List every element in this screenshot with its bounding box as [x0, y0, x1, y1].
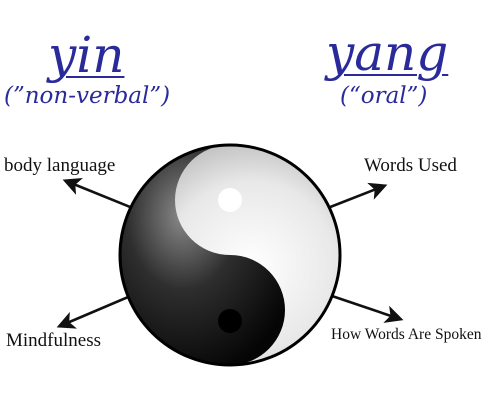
- dark-half: [120, 145, 285, 365]
- arrow-to-mindfulness: [56, 290, 141, 329]
- symbol-outline: [118, 143, 342, 367]
- yang-subtitle: (“oral”): [340, 83, 428, 109]
- yin-heading: yin: [48, 26, 125, 84]
- arrow-to-words-used: [319, 182, 388, 213]
- label-body-language: body language: [4, 155, 116, 176]
- arrow-to-body-language: [62, 178, 141, 213]
- label-mindfulness: Mindfulness: [6, 330, 101, 351]
- yang-heading: yang: [326, 24, 449, 82]
- arrow-to-how-words-are-spoken: [331, 294, 404, 323]
- label-how-words-are-spoken: How Words Are Spoken: [331, 326, 482, 343]
- label-words-used: Words Used: [364, 155, 457, 176]
- yin-subtitle: (”non-verbal”): [4, 83, 171, 109]
- yin-yang-symbol: [118, 143, 342, 367]
- dark-dot: [218, 309, 242, 333]
- light-dot: [218, 188, 242, 212]
